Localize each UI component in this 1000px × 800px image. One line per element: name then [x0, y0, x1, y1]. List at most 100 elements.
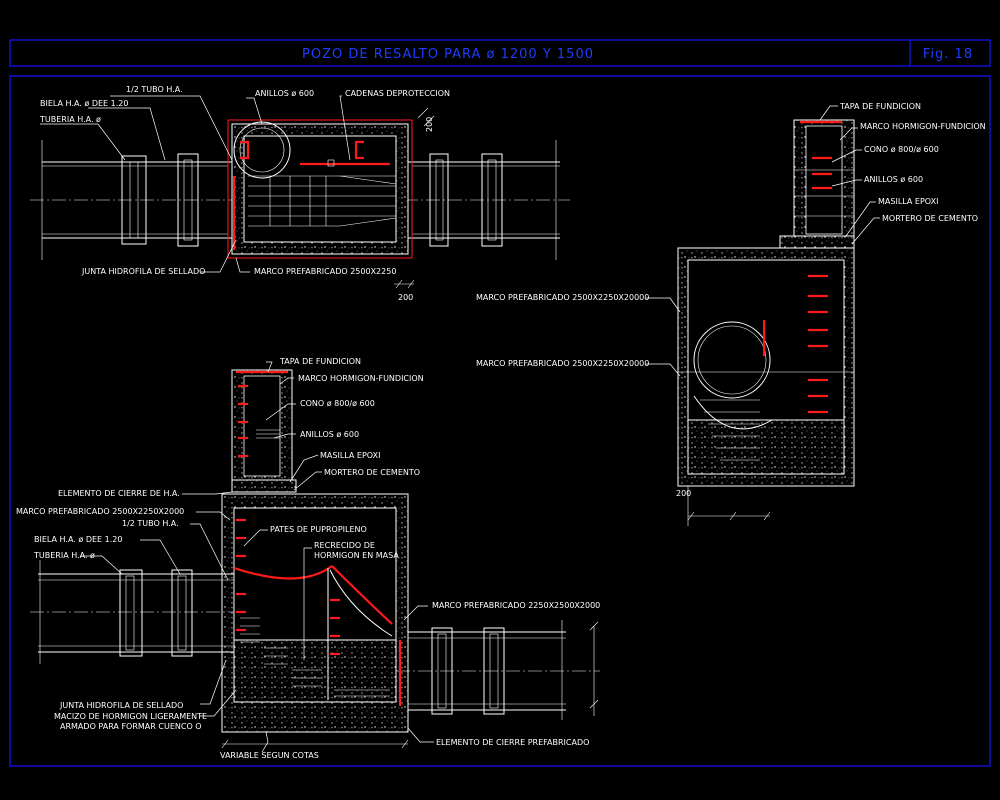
- chimney-shaft: [805, 125, 843, 235]
- plan-label-frame: MARCO PREFABRICADO 2500X2250: [254, 267, 396, 276]
- section-label-closing-element: ELEMENTO DE CIERRE DE H.A.: [58, 489, 180, 498]
- leader: [88, 107, 166, 161]
- section-coupling-inner: [177, 575, 187, 651]
- section-label-seal: JUNTA HIDROFILA DE SELLADO: [59, 701, 183, 710]
- leader: [851, 217, 880, 245]
- leader: [200, 239, 237, 273]
- leader: [80, 555, 123, 575]
- side-label-epoxy: MASILLA EPOXI: [878, 197, 938, 206]
- side-label-frame-a: MARCO PREFABRICADO 2500X2250X20000: [476, 293, 649, 302]
- leader: [831, 149, 862, 163]
- title-block: POZO DE RESALTO PARA ø 1200 Y 1500 Fig. …: [9, 39, 991, 67]
- side-label-mortar: MORTERO DE CEMENTO: [882, 214, 978, 223]
- section-coupling-inner: [125, 575, 135, 651]
- section-label-connecting-rod: BIELA H.A. ø DEE 1.20: [34, 535, 122, 544]
- section-cone-lines: [256, 429, 280, 439]
- section-label-recrecido-2: HORMIGON EN MASA: [314, 551, 399, 560]
- section-label-cone: CONO ø 800/ø 600: [300, 399, 375, 408]
- leader: [265, 403, 296, 421]
- section-drop-inner: [329, 569, 393, 637]
- title-frame: [9, 39, 991, 67]
- channel-grid: [248, 175, 397, 227]
- chamber-interior: [243, 135, 397, 243]
- leader: [182, 491, 233, 495]
- sheet-frame: [9, 75, 991, 767]
- plan-label-half-tube: 1/2 TUBO H.A.: [126, 85, 183, 94]
- side-stair: [693, 395, 773, 461]
- leader: [303, 547, 312, 660]
- leader: [819, 105, 838, 121]
- section-coupling: [483, 627, 505, 715]
- side-pipe-circle: [693, 321, 771, 399]
- section-coupling-inner: [489, 633, 499, 709]
- section-view: TAPA DE FUNDICION MARCO HORMIGON-FUNDICI…: [16, 357, 600, 760]
- section-red-curve: [233, 565, 333, 580]
- side-dim-label: 200: [676, 489, 691, 498]
- leader: [407, 727, 434, 743]
- side-pipe-inner: [697, 325, 767, 395]
- leader: [261, 731, 269, 753]
- section-label-epoxy: MASILLA EPOXI: [320, 451, 380, 460]
- section-label-frame-out: MARCO PREFABRICADO 2250X2500X2000: [432, 601, 600, 610]
- figure-number: Fig. 18: [923, 47, 973, 62]
- leader: [235, 257, 250, 273]
- leader: [403, 605, 428, 621]
- pipe-coupling: [177, 153, 199, 247]
- pipe-coupling: [429, 153, 449, 247]
- chamber-outer-red: [227, 119, 413, 259]
- section-label-frame-casting: MARCO HORMIGON-FUNDICION: [298, 374, 424, 383]
- section-label-frame: MARCO PREFABRICADO 2500X2250X2000: [16, 507, 184, 516]
- leader: [293, 471, 322, 491]
- plan-red-step: [240, 140, 250, 160]
- plan-dim-tick: [395, 279, 415, 289]
- coupling-inner: [435, 159, 444, 241]
- section-coupling: [119, 569, 143, 657]
- leader: [110, 95, 233, 161]
- section-coupling: [171, 569, 193, 657]
- leader: [266, 361, 273, 373]
- side-view: 200 TAPA DE FUNDICION MARCO HORMIGON-FUN…: [476, 102, 986, 526]
- leader: [200, 659, 227, 705]
- plan-wall-dim: 200: [425, 117, 434, 132]
- leader: [140, 539, 181, 575]
- section-label-steps: PATES DE PUPROPILENO: [270, 525, 367, 534]
- plan-dim-tick: [417, 107, 435, 127]
- section-bottom-tick: [221, 739, 409, 749]
- leader: [279, 377, 294, 385]
- side-bottom-fill: [687, 419, 845, 475]
- plan-view: 200 200 1/2 TUBO H.A. BIELA H.A. ø DEE 1…: [30, 85, 570, 302]
- section-outlet-dim: [589, 621, 599, 716]
- plan-label-chains: CADENAS DEPROTECCION: [345, 89, 450, 98]
- plan-red-step: [354, 140, 364, 160]
- leader: [845, 201, 876, 237]
- coupling-inner: [183, 159, 193, 241]
- drawing-title: POZO DE RESALTO PARA ø 1200 Y 1500: [302, 47, 594, 62]
- leader: [246, 97, 263, 125]
- leader: [196, 511, 231, 521]
- section-label-closing-prefab: ELEMENTO DE CIERRE PREFABRICADO: [436, 738, 589, 747]
- section-label-mortar: MORTERO DE CEMENTO: [324, 468, 420, 477]
- leader: [273, 433, 296, 439]
- section-coupling: [431, 627, 453, 715]
- section-label-massif-2: ARMADO PARA FORMAR CUENCO O: [60, 722, 202, 731]
- section-label-pipe: TUBERIA H.A. ø: [33, 551, 95, 560]
- leader: [339, 95, 351, 161]
- section-chimney-pates: [238, 384, 248, 458]
- side-label-cover: TAPA DE FUNDICION: [839, 102, 921, 111]
- side-label-frame-casting: MARCO HORMIGON-FUNDICION: [860, 122, 986, 131]
- coupling-inner: [487, 159, 497, 241]
- plan-label-seal: JUNTA HIDROFILA DE SELLADO: [81, 267, 205, 276]
- leader: [646, 297, 681, 313]
- side-mortar: [779, 235, 855, 249]
- section-coupling-inner: [437, 633, 447, 709]
- leader: [289, 454, 319, 483]
- manhole-circle: [233, 121, 291, 179]
- leader: [831, 179, 862, 187]
- leader: [243, 529, 268, 547]
- chain-anchor: [327, 159, 335, 167]
- section-label-massif-1: MACIZO DE HORMIGON LIGERAMENTE: [54, 712, 207, 721]
- side-label-rings: ANILLOS ø 600: [864, 175, 923, 184]
- plan-label-pipe: TUBERIA H.A. ø: [39, 115, 101, 124]
- section-label-variable: VARIABLE SEGUN COTAS: [220, 751, 319, 760]
